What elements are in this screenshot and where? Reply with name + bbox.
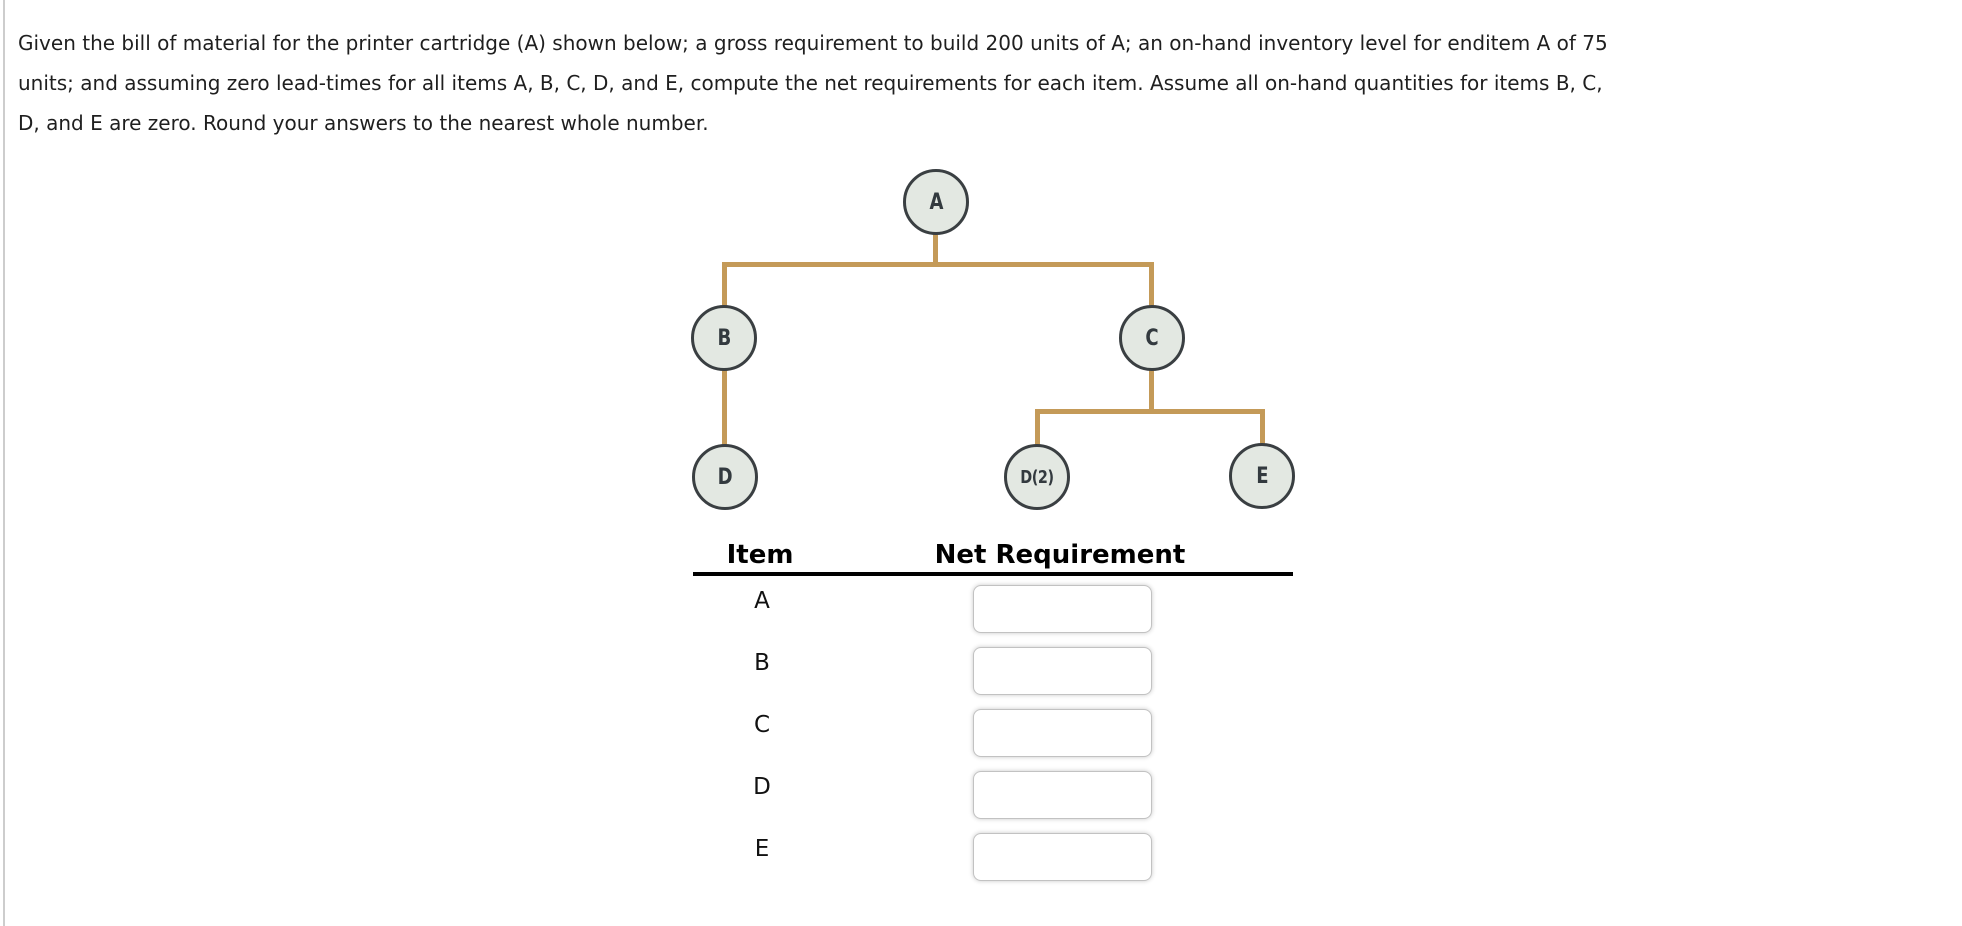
tree-node-d2: D(2) xyxy=(1004,444,1070,510)
row-label-e: E xyxy=(754,836,770,862)
tree-node-a-label: A xyxy=(929,189,943,215)
row-label-a: A xyxy=(754,588,770,614)
connector-a-stem xyxy=(933,232,938,267)
connector-b-to-d xyxy=(722,369,727,446)
connector-b-drop xyxy=(722,262,727,308)
tree-node-c-label: C xyxy=(1145,325,1159,351)
tree-node-a: A xyxy=(903,169,969,235)
row-label-b: B xyxy=(754,650,770,676)
question-line-1: Given the bill of material for the print… xyxy=(18,31,1608,55)
tree-node-e-label: E xyxy=(1256,463,1268,489)
connector-c-stem xyxy=(1149,369,1154,414)
table-header-rule xyxy=(693,572,1293,576)
connector-c-drop xyxy=(1149,262,1154,308)
column-header-net-requirement: Net Requirement xyxy=(934,540,1186,570)
tree-node-d2-label: D(2) xyxy=(1020,466,1054,488)
tree-node-d-label: D xyxy=(717,464,733,490)
question-line-3: D, and E are zero. Round your answers to… xyxy=(18,111,709,135)
tree-node-d: D xyxy=(692,444,758,510)
net-requirement-input-a[interactable] xyxy=(973,585,1152,633)
column-header-item: Item xyxy=(726,540,794,570)
net-requirement-input-b[interactable] xyxy=(973,647,1152,695)
net-requirement-input-d[interactable] xyxy=(973,771,1152,819)
connector-level2-horizontal xyxy=(1035,409,1265,414)
connector-d2-drop xyxy=(1035,409,1040,446)
row-label-d: D xyxy=(753,774,771,800)
connector-e-drop xyxy=(1260,409,1265,445)
page-left-border xyxy=(3,0,5,926)
question-text: Given the bill of material for the print… xyxy=(18,23,1954,143)
tree-node-b-label: B xyxy=(717,325,731,351)
net-requirement-input-e[interactable] xyxy=(973,833,1152,881)
row-label-c: C xyxy=(753,712,771,738)
tree-node-e: E xyxy=(1229,443,1295,509)
tree-node-c: C xyxy=(1119,305,1185,371)
tree-node-b: B xyxy=(691,305,757,371)
question-line-2: units; and assuming zero lead-times for … xyxy=(18,71,1603,95)
net-requirement-input-c[interactable] xyxy=(973,709,1152,757)
connector-level1-horizontal xyxy=(722,262,1154,267)
